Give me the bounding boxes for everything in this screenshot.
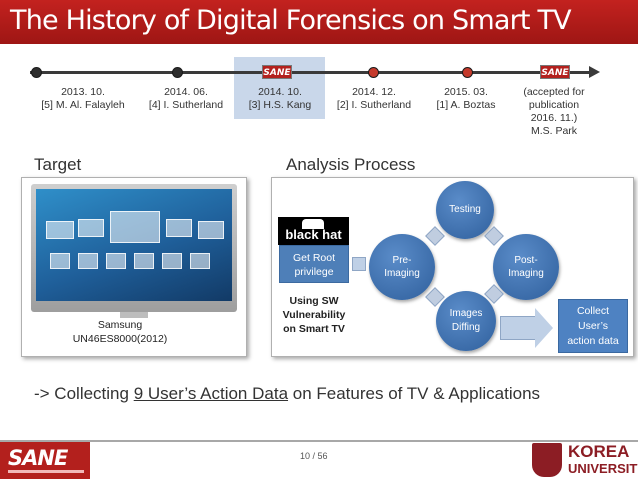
arrow-right-icon — [500, 316, 536, 340]
event-ref: [2] I. Sutherland — [336, 99, 412, 111]
arrow-head-icon — [535, 308, 553, 348]
arrow-right-icon — [352, 257, 366, 271]
timeline-dot — [462, 67, 473, 78]
event-ref: [3] H.S. Kang — [248, 99, 312, 111]
page-number: 10 / 56 — [300, 451, 328, 461]
analysis-heading: Analysis Process — [286, 155, 416, 174]
summary-line: -> Collecting 9 User’s Action Data on Fe… — [34, 384, 541, 403]
get-root-box: Get Root privilege — [279, 245, 349, 283]
university-name: KOREA UNIVERSITY — [568, 442, 638, 476]
event-date: 2014. 10. — [258, 86, 302, 98]
event-ref: 2016. 11.) — [530, 112, 578, 124]
timeline-dot — [368, 67, 379, 78]
timeline-event: 2014. 06. [4] I. Sutherland — [140, 86, 232, 112]
cycle-node-testing: Testing — [436, 181, 494, 239]
timeline-event: 2014. 12. [2] I. Sutherland — [328, 86, 420, 112]
target-panel — [21, 177, 247, 357]
cycle-node-post-imaging: Post- Imaging — [493, 234, 559, 300]
event-date: 2014. 12. — [352, 86, 396, 98]
target-heading: Target — [34, 155, 82, 174]
event-author: M.S. Park — [530, 125, 578, 137]
event-date: 2014. 06. — [164, 86, 208, 98]
timeline-arrow-icon — [589, 66, 600, 78]
timeline-dot — [31, 67, 42, 78]
event-date: 2013. 10. — [61, 86, 105, 98]
hat-icon — [302, 219, 324, 229]
tv-caption: Samsung UN46ES8000(2012) — [72, 319, 168, 345]
sane-logo-icon: SANE — [262, 65, 292, 79]
timeline-event: (accepted for publication 2016. 11.) M.S… — [512, 86, 596, 138]
event-ref: [4] I. Sutherland — [148, 99, 224, 111]
timeline-event: 2013. 10. [5] M. Al. Falayleh — [28, 86, 138, 112]
event-ref: [1] A. Boztas — [436, 99, 496, 111]
event-ref: [5] M. Al. Falayleh — [41, 99, 125, 111]
cycle-node-images-diffing: Images Diffing — [436, 291, 496, 351]
tv-image — [31, 184, 237, 312]
collect-box: Collect User’s action data — [558, 299, 628, 353]
timeline-dot — [172, 67, 183, 78]
summary-emphasis: 9 User’s Action Data — [133, 384, 289, 403]
timeline-event: 2015. 03. [1] A. Boztas — [426, 86, 506, 112]
sane-logo: SANE — [8, 446, 68, 470]
footer-rule — [0, 440, 638, 442]
slide-title: The History of Digital Forensics on Smar… — [10, 5, 572, 36]
using-sw-label: Using SW Vulnerability on Smart TV — [282, 295, 346, 335]
event-date: 2015. 03. — [444, 86, 488, 98]
title-bar — [0, 0, 638, 44]
university-crest-icon — [532, 443, 562, 477]
tv-screen — [36, 189, 232, 301]
event-date: (accepted for publication — [523, 86, 585, 111]
timeline-line — [30, 71, 592, 74]
timeline-event: 2014. 10. [3] H.S. Kang — [236, 86, 324, 112]
cycle-node-pre-imaging: Pre- Imaging — [369, 234, 435, 300]
sane-logo-icon: SANE — [540, 65, 570, 79]
